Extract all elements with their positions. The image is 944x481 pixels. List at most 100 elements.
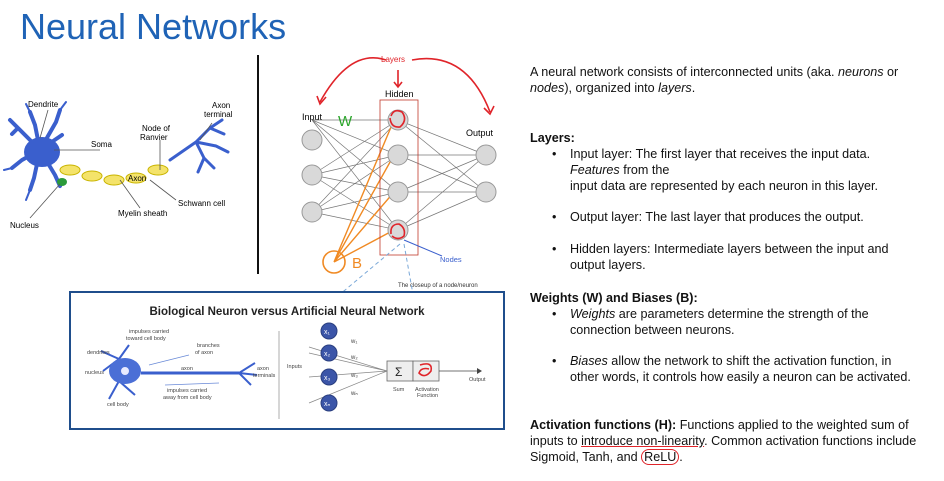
intro-paragraph: A neural network consists of interconnec… xyxy=(530,64,940,96)
bullet-weights: • Weights are parameters determine the s… xyxy=(552,306,942,338)
label-axon-terminal-2: terminal xyxy=(204,110,233,119)
label-myelin-sheath: Myelin sheath xyxy=(118,209,167,218)
bullet-dot: • xyxy=(552,147,557,161)
comparison-border xyxy=(69,291,505,430)
cmp-w1: w₁ xyxy=(350,339,357,345)
bullet-output-layer: • Output layer: The last layer that prod… xyxy=(552,209,942,225)
input-layer-features: Features xyxy=(570,163,620,177)
cmp-inputs: Inputs xyxy=(287,364,302,370)
cmp-cell-body: cell body xyxy=(107,402,129,408)
bullet-dot: • xyxy=(552,242,557,256)
cmp-output: Output xyxy=(469,377,486,383)
label-layers: Layers xyxy=(381,55,405,64)
cmp-impulses-toward-1: impulses carried xyxy=(129,329,169,335)
cmp-impulses-away-2: away from cell body xyxy=(163,395,212,401)
label-soma: Soma xyxy=(91,140,112,149)
activation-text-2a: inputs to xyxy=(530,434,582,448)
bullet-dot: • xyxy=(552,210,557,224)
activation-nonlinearity: introduce non-linearity xyxy=(581,434,705,448)
activation-text-3b: . xyxy=(679,450,683,464)
cmp-nucleus: nucleus xyxy=(85,370,104,376)
intro-text-2: or xyxy=(883,65,899,79)
cmp-sigma: Σ xyxy=(395,365,402,379)
label-node-of-ranvier-1: Node of xyxy=(142,124,171,133)
weights-biases-heading: Weights (W) and Biases (B): xyxy=(530,291,698,305)
cmp-axon-terminals-2: terminals xyxy=(253,373,276,379)
cmp-sum: Sum xyxy=(393,387,405,393)
intro-nodes: nodes xyxy=(530,81,565,95)
intro-neurons: neurons xyxy=(838,65,884,79)
bullet-input-layer: • Input layer: The first layer that rece… xyxy=(552,146,942,194)
label-nucleus: Nucleus xyxy=(10,221,39,230)
input-layer-text-3: input data are represented by each neuro… xyxy=(570,179,879,193)
activation-heading: Activation functions (H): xyxy=(530,418,677,432)
network-connections xyxy=(311,119,487,231)
label-node-of-ranvier-2: Ranvier xyxy=(140,133,168,142)
cmp-x2: x₂ xyxy=(324,351,331,358)
bias-node xyxy=(322,250,346,274)
activation-relu: ReLU xyxy=(641,449,680,465)
comparison-title: Biological Neuron versus Artificial Neur… xyxy=(149,306,425,318)
cmp-x1: x₁ xyxy=(324,329,331,336)
intro-text-3: ), organized into xyxy=(564,81,659,95)
label-b: B xyxy=(352,255,362,272)
myelin-sheath-drawing xyxy=(59,164,169,186)
red-annotations xyxy=(316,57,495,240)
cmp-branches-2: of axon xyxy=(195,350,213,356)
cmp-xn: xₙ xyxy=(324,401,331,408)
activation-text-1: Functions applied to the weighted sum of xyxy=(676,418,909,432)
cmp-w2: w₂ xyxy=(350,355,358,361)
label-hidden: Hidden xyxy=(385,89,414,99)
cmp-impulses-toward-2: toward cell body xyxy=(126,336,166,342)
divider-line xyxy=(257,55,259,274)
cmp-activation-2: Function xyxy=(417,393,438,399)
biases-text-2: other words, it controls how easily a ne… xyxy=(570,370,911,384)
activation-paragraph: Activation functions (H): Functions appl… xyxy=(530,417,940,465)
activation-text-3a: Sigmoid, Tanh, and xyxy=(530,450,642,464)
bullet-hidden-layers: • Hidden layers: Intermediate layers bet… xyxy=(552,241,942,273)
activation-text-2b: . Common activation functions include xyxy=(704,434,917,448)
cmp-perceptron xyxy=(308,322,482,412)
label-dendrite: Dendrite xyxy=(28,100,59,109)
cmp-input-nodes xyxy=(320,322,338,412)
label-schwann-cell: Schwann cell xyxy=(178,199,225,208)
label-nodes: Nodes xyxy=(440,255,462,264)
cmp-wn: wₙ xyxy=(350,391,358,397)
page-title: Neural Networks xyxy=(20,6,287,47)
comparison-panel: Biological Neuron versus Artificial Neur… xyxy=(69,291,505,430)
neural-network-diagram: Layers Hidden Input Output W B Nodes The… xyxy=(301,55,497,289)
bullet-dot: • xyxy=(552,354,557,368)
hidden-layer-text-1: Hidden layers: Intermediate layers betwe… xyxy=(570,242,889,256)
comparison-bio-neuron xyxy=(100,344,258,400)
label-w: W xyxy=(338,113,353,130)
label-axon: Axon xyxy=(128,174,146,183)
output-layer-text: Output layer: The last layer that produc… xyxy=(570,210,864,224)
label-closeup: The closeup of a node/neuron xyxy=(398,283,478,289)
label-output: Output xyxy=(466,128,494,138)
hidden-layer-box xyxy=(379,99,419,256)
weights-text-2: connection between neurons. xyxy=(570,323,735,337)
biases-text-1: allow the network to shift the activatio… xyxy=(607,354,892,368)
intro-text-4: . xyxy=(691,81,696,95)
cmp-x3: x₃ xyxy=(324,375,331,382)
layers-heading: Layers: xyxy=(530,131,575,145)
hidden-layer-text-2: output layers. xyxy=(570,258,646,272)
cmp-w3: w₃ xyxy=(350,373,358,379)
intro-text-1: A neural network consists of interconnec… xyxy=(530,65,839,79)
orange-bias-connections xyxy=(333,119,395,263)
input-layer-text-2: from the xyxy=(619,163,670,177)
input-layer-text-1: Input layer: The first layer that receiv… xyxy=(570,147,871,161)
red-circle-annotation xyxy=(418,363,433,377)
cmp-impulses-away-1: impulses carried xyxy=(167,388,207,394)
cmp-axon: axon xyxy=(181,366,193,372)
label-input: Input xyxy=(302,112,323,122)
cmp-dendrites: dendrites xyxy=(87,350,110,356)
intro-layers: layers xyxy=(658,81,692,95)
bullet-biases: • Biases allow the network to shift the … xyxy=(552,353,942,385)
cmp-axon-terminals-1: axon xyxy=(257,366,269,372)
bullet-dot: • xyxy=(552,307,557,321)
weights-text-1: are parameters determine the strength of… xyxy=(615,307,869,321)
cmp-activation-1: Activation xyxy=(415,387,439,393)
biases-em: Biases xyxy=(570,354,608,368)
biological-neuron-figure: Dendrite Axon terminal Node of Ranvier S… xyxy=(3,100,233,230)
